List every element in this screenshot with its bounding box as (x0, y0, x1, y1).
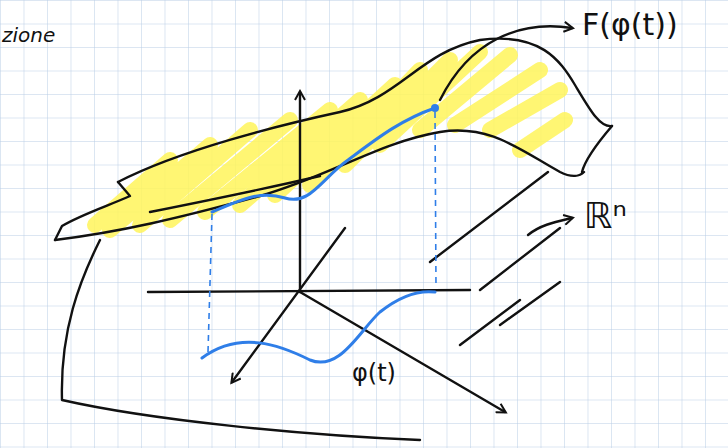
plane-edge (460, 300, 520, 345)
axis (232, 228, 345, 382)
plane-edge (500, 282, 560, 325)
surface-edge (150, 176, 320, 212)
surface-edge (55, 182, 130, 240)
handwritten-label: zione (2, 24, 55, 46)
axis (299, 92, 301, 292)
plane-edge (480, 228, 560, 290)
curve-point (431, 104, 439, 112)
axis (300, 292, 505, 412)
surface-edge (582, 126, 612, 172)
plane-edge (430, 172, 548, 262)
highlight (95, 52, 565, 230)
leader-arrow (528, 218, 572, 235)
handwritten-label: ℝⁿ (584, 196, 627, 236)
projection-line (435, 112, 436, 288)
projection-line (208, 214, 212, 352)
handwritten-label: F(φ(t)) (582, 8, 678, 41)
plane-edge (62, 240, 420, 440)
leader-arrow (440, 26, 572, 100)
plane-curve (202, 292, 435, 362)
handwritten-label: φ(t) (352, 360, 396, 386)
lifted-curve (212, 108, 435, 212)
